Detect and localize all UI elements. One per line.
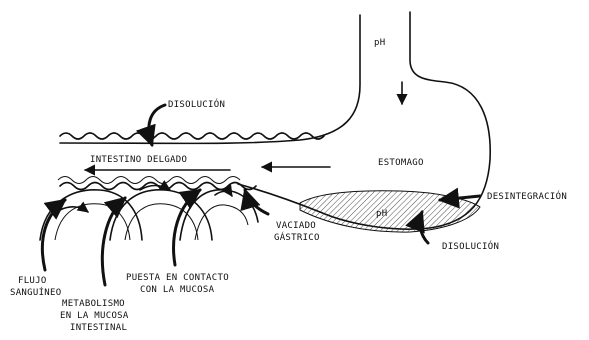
label-metabolismo-3: INTESTINAL (70, 323, 127, 333)
villi-arches (40, 190, 258, 240)
label-puesta-2: CON LA MUCOSA (140, 285, 215, 295)
label-flujo-2: SANGUÍNEO (10, 286, 61, 298)
label-ph-top: pH (374, 38, 385, 48)
label-disolucion-bottom: DISOLUCIÓN (442, 240, 499, 252)
label-ph-pool: pH (376, 209, 387, 219)
gastric-contents (300, 191, 480, 232)
label-vaciado-1: VACIADO (276, 221, 316, 231)
label-desintegracion: DESINTEGRACIÓN (487, 190, 567, 202)
label-disolucion-top: DISOLUCIÓN (168, 98, 225, 110)
flow-arrows (85, 167, 330, 170)
label-flujo-1: FLUJO (18, 276, 47, 286)
label-intestino-delgado: INTESTINO DELGADO (90, 155, 187, 165)
label-metabolismo-1: METABOLISMO (62, 299, 125, 309)
label-puesta-1: PUESTA EN CONTACTO (126, 273, 229, 283)
vaciado-arrow (245, 190, 268, 214)
label-vaciado-2: GÁSTRICO (274, 231, 320, 243)
disolucion-top-arrow (149, 105, 165, 145)
label-metabolismo-2: EN LA MUCOSA (60, 311, 129, 321)
label-estomago: ESTOMAGO (378, 158, 424, 168)
absorption-arrows (42, 186, 232, 286)
intestine-upper-wall (60, 133, 324, 139)
